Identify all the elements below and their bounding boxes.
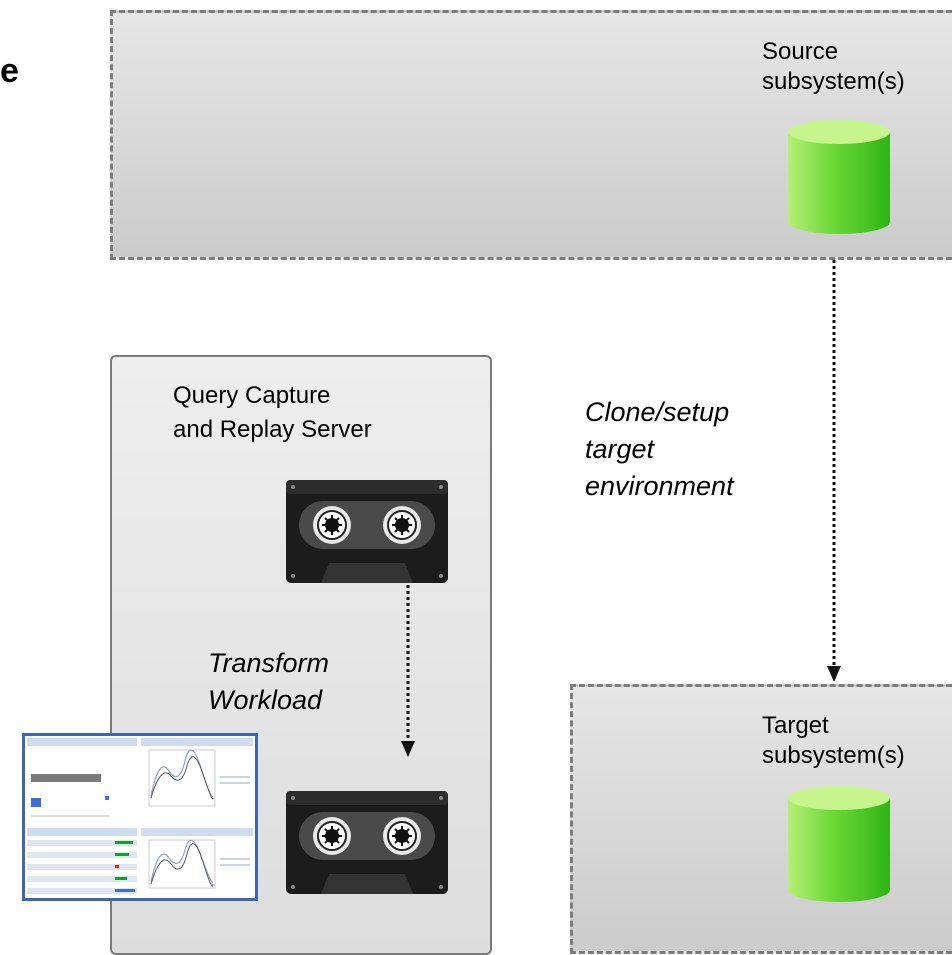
cassette-tape-icon	[286, 791, 448, 894]
clone-label-line1: Clone/setup	[585, 397, 730, 427]
source-subsystem-box: Source subsystem(s)	[110, 10, 952, 260]
target-label-line1: Target	[762, 712, 829, 739]
database-icon	[788, 786, 890, 902]
qcr-label-line2: and Replay Server	[173, 416, 372, 443]
report-thumbnail-icon	[22, 733, 258, 901]
transform-label-line2: Workload	[208, 685, 323, 715]
source-label-line2: subsystem(s)	[762, 68, 905, 95]
clone-label-line3: environment	[585, 471, 734, 501]
qcr-label-line1: Query Capture	[173, 382, 331, 409]
cassette-tape-icon	[286, 480, 448, 583]
source-label-line1: Source	[762, 38, 839, 65]
transform-label-line1: Transform	[208, 648, 330, 678]
clone-label-line2: target	[585, 434, 655, 464]
database-icon	[788, 120, 890, 234]
report-thumbnail-graphic	[25, 736, 255, 898]
clone-arrow	[827, 260, 841, 682]
cropped-heading-letter: e	[0, 52, 19, 90]
transform-arrow	[401, 585, 415, 757]
target-subsystem-box: Target subsystem(s)	[570, 684, 952, 954]
target-label-line2: subsystem(s)	[762, 742, 905, 769]
